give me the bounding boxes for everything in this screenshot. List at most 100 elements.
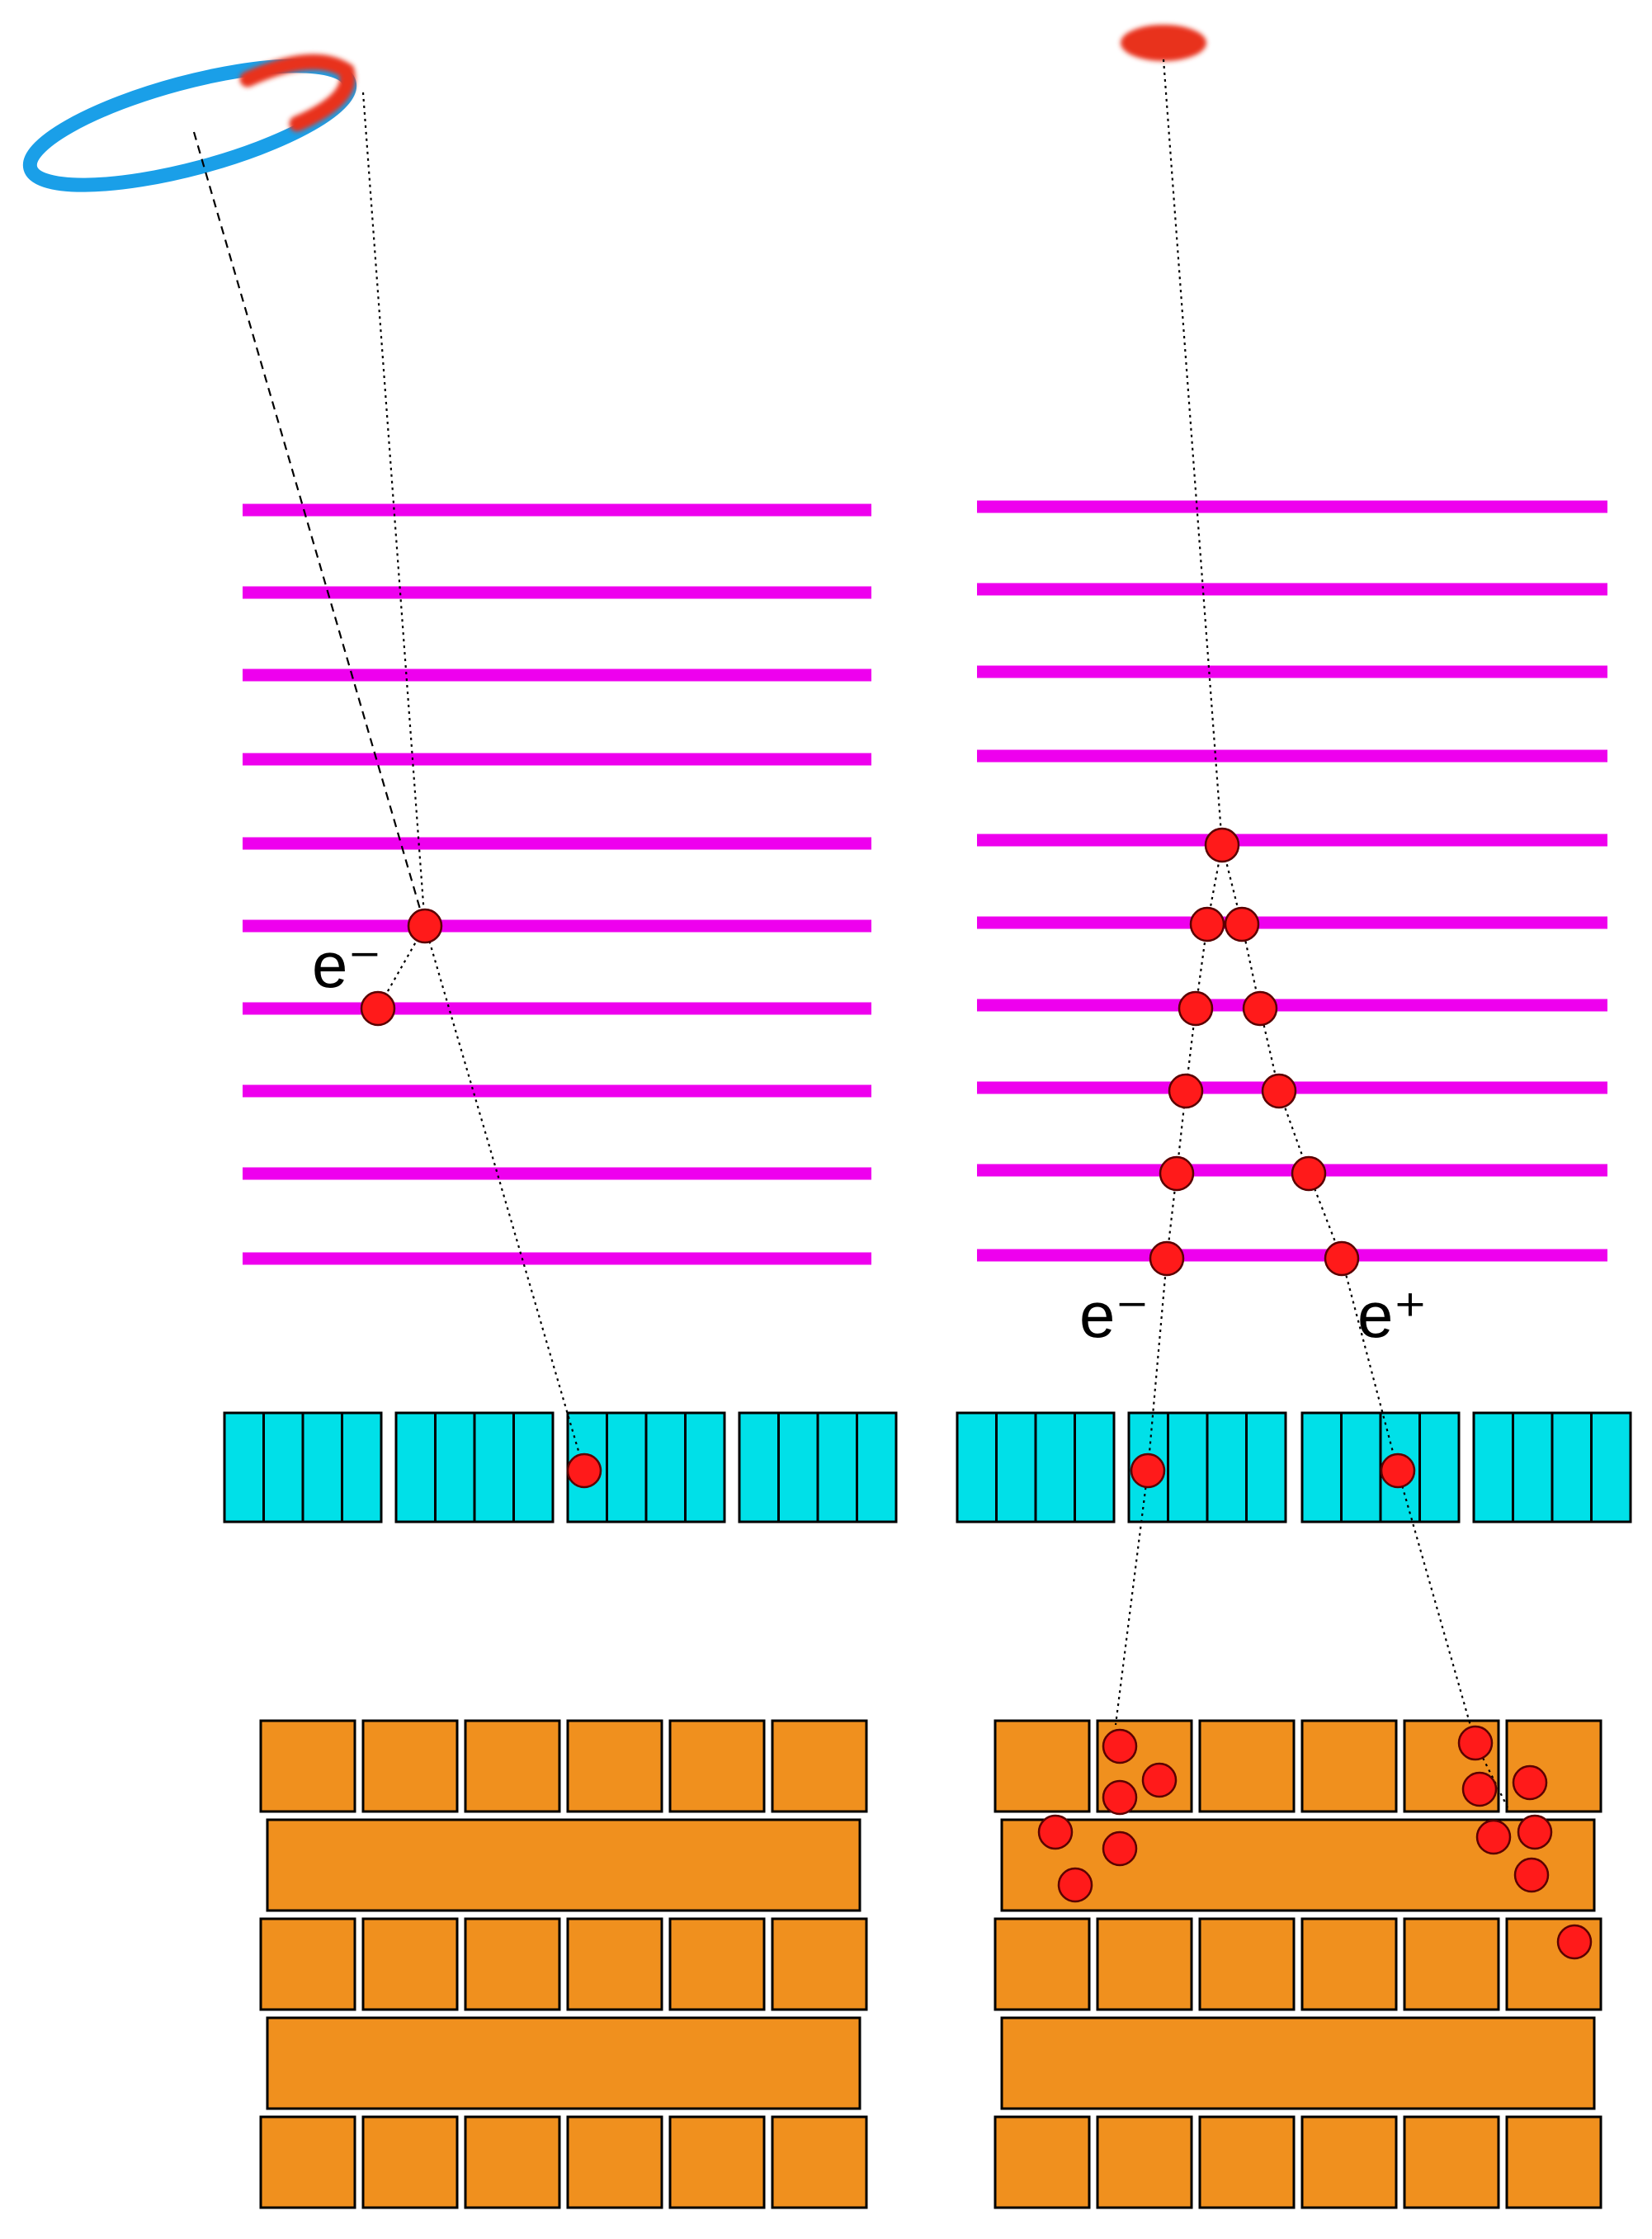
hit-marker (1242, 990, 1278, 1027)
calorimeter-bar (266, 2016, 861, 2110)
calorimeter-block (464, 2115, 561, 2209)
hit-marker (1149, 1240, 1185, 1277)
hit-marker (1457, 1725, 1494, 1761)
hit-marker (1178, 990, 1214, 1027)
preshower-cell (1590, 1411, 1632, 1523)
preshower-cell (1034, 1411, 1076, 1523)
preshower-cell (473, 1411, 515, 1523)
calorimeter-block (1403, 1917, 1500, 2011)
calorimeter-block (1300, 2115, 1398, 2209)
preshower-cell (644, 1411, 687, 1523)
preshower-cell (1074, 1411, 1116, 1523)
preshower-cell (1472, 1411, 1514, 1523)
hit-marker (1057, 1867, 1093, 1903)
calorimeter-block (566, 2115, 663, 2209)
hit-marker (566, 1453, 602, 1489)
hit-marker (1037, 1814, 1074, 1850)
preshower-cell (738, 1411, 780, 1523)
calorimeter-block (1505, 1719, 1602, 1813)
preshower-cell (262, 1411, 304, 1523)
hit-marker (1224, 906, 1260, 942)
preshower-cell (606, 1411, 648, 1523)
calorimeter-bar (266, 1818, 861, 1912)
calorimeter-block (1096, 2115, 1193, 2209)
preshower-cell (1512, 1411, 1554, 1523)
preshower-cell (1245, 1411, 1287, 1523)
preshower-cell (394, 1411, 437, 1523)
hit-marker (1461, 1771, 1498, 1807)
hit-marker (1189, 906, 1225, 942)
calorimeter-block (1505, 2115, 1602, 2209)
preshower-cell (301, 1411, 343, 1523)
hit-marker (1159, 1155, 1195, 1192)
right-tracker-layers (977, 500, 1607, 1262)
calorimeter-block (771, 1917, 868, 2011)
right-preshower (956, 1411, 1632, 1523)
preshower-cell (1551, 1411, 1593, 1523)
hit-marker (1102, 1830, 1138, 1867)
hit-marker (407, 908, 443, 944)
calorimeter-block (771, 2115, 868, 2209)
calorimeter-block (259, 1719, 356, 1813)
preshower-cell (512, 1411, 555, 1523)
calorimeter-block (1300, 1719, 1398, 1813)
hit-marker (1513, 1857, 1550, 1893)
calorimeter-block (1198, 1719, 1296, 1813)
calorimeter-block (668, 1719, 766, 1813)
calorimeter-block (994, 1917, 1091, 2011)
preshower-cell (995, 1411, 1037, 1523)
preshower-cell (684, 1411, 726, 1523)
hit-marker (1204, 827, 1240, 863)
left-tracker-layers (243, 503, 871, 1265)
hit-marker (1291, 1155, 1327, 1192)
calorimeter-block (464, 1719, 561, 1813)
right-electron-label: e⁻ (1079, 1278, 1149, 1351)
calorimeter-block (668, 2115, 766, 2209)
hit-marker (360, 990, 396, 1027)
calorimeter-block (361, 1917, 459, 2011)
hit-marker (1324, 1240, 1360, 1277)
right-photon-track (1162, 59, 1224, 846)
calorimeter-block (566, 1719, 663, 1813)
labels: e⁻ e⁻ e⁺ (312, 928, 1428, 1351)
hit-marker (1380, 1453, 1416, 1489)
hit-marker (1556, 1924, 1593, 1960)
hit-marker (1475, 1819, 1512, 1855)
calorimeter-block (994, 2115, 1091, 2209)
calorimeter-block (361, 1719, 459, 1813)
calorimeter-block (361, 2115, 459, 2209)
preshower-cell (1340, 1411, 1382, 1523)
preshower-cell (434, 1411, 476, 1523)
calorimeter-block (464, 1917, 561, 2011)
left-source-ring (22, 54, 357, 192)
left-dashed-track (192, 131, 427, 927)
preshower-cell (223, 1411, 265, 1523)
calorimeter-block (566, 1917, 663, 2011)
hit-marker (1130, 1453, 1166, 1489)
calorimeter-block (259, 1917, 356, 2011)
hit-marker (1141, 1762, 1178, 1798)
preshower-cell (1167, 1411, 1209, 1523)
right-positron-label: e⁺ (1357, 1278, 1428, 1351)
calorimeter-block (1403, 2115, 1500, 2209)
calorimeter-bar (1000, 2016, 1596, 2110)
left-electron-label: e⁻ (312, 928, 382, 1001)
left-calorimeter (259, 1719, 868, 2209)
hit-marker (1517, 1814, 1553, 1850)
calorimeter-block (1198, 2115, 1296, 2209)
particle-tracks (192, 59, 1509, 1810)
preshower-cell (1300, 1411, 1343, 1523)
hit-marker (1102, 1779, 1138, 1816)
calorimeter-block (994, 1719, 1091, 1813)
right-source-spot (1121, 25, 1206, 61)
preshower-cell (1206, 1411, 1248, 1523)
preshower-cell (816, 1411, 858, 1523)
left-electron-branch (377, 925, 426, 1009)
calorimeter-block (1300, 1917, 1398, 2011)
calorimeter-block (771, 1719, 868, 1813)
hit-marker (1261, 1073, 1297, 1109)
hit-marker (1102, 1728, 1138, 1764)
hit-marker (1168, 1073, 1204, 1109)
preshower-cell (341, 1411, 383, 1523)
